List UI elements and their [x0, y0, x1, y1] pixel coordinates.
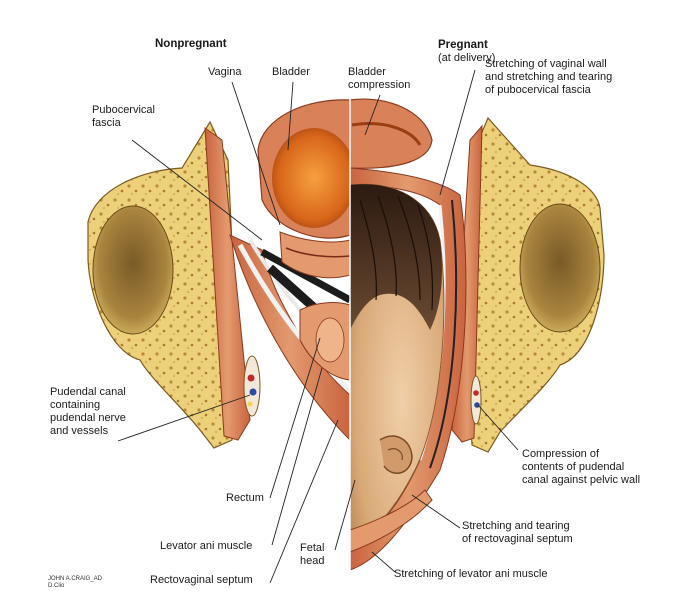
bladder-lumen [272, 128, 356, 228]
label-fetal-head: Fetal head [300, 542, 324, 568]
left-vessel-blue [250, 389, 257, 396]
right-vessel-red [473, 390, 479, 396]
left-pudendal-canal [244, 356, 260, 416]
header-nonpregnant: Nonpregnant [155, 38, 227, 51]
label-bladder-compression: Bladder compression [348, 66, 410, 92]
right-acetabulum [520, 204, 600, 332]
artist-signature: JOHN A.CRAIG_AD D.Clio [48, 576, 102, 590]
label-vagina: Vagina [208, 66, 241, 79]
left-acetabulum [93, 206, 173, 334]
label-rectovaginal-septum: Rectovaginal septum [150, 574, 253, 587]
label-stretching-vaginal-wall: Stretching of vaginal wall and stretchin… [485, 58, 612, 97]
label-stretching-rectovaginal: Stretching and tearing of rectovaginal s… [462, 520, 573, 546]
label-bladder: Bladder [272, 66, 310, 79]
label-rectum: Rectum [226, 492, 264, 505]
label-stretching-levator: Stretching of levator ani muscle [394, 568, 547, 581]
left-nerve [248, 402, 253, 407]
right-pudendal-canal [471, 376, 481, 424]
right-vessel-blue [474, 402, 480, 408]
label-pudendal-canal: Pudendal canal containing pudendal nerve… [50, 386, 126, 438]
bladder-compressed [350, 99, 432, 168]
header-pregnant-label: Pregnant [438, 39, 488, 51]
label-compression-pudendal: Compression of contents of pudendal cana… [522, 448, 640, 487]
label-pubocervical-fascia: Pubocervical fascia [92, 104, 155, 130]
label-levator-ani-muscle: Levator ani muscle [160, 540, 252, 553]
left-vessel-red [248, 375, 255, 382]
